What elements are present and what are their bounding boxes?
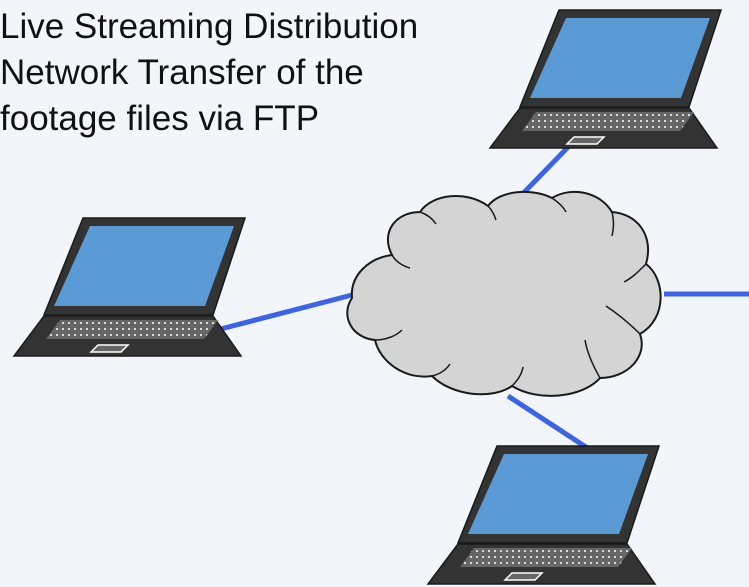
caption-line-1: Live Streaming Distribution — [0, 7, 419, 46]
caption-line-3: footage files via FTP — [0, 99, 320, 138]
laptop-icon — [13, 217, 246, 357]
link-left-laptop — [212, 292, 353, 334]
link-bottom-laptop — [506, 393, 597, 456]
diagram-caption: Live Streaming Distribution Network Tran… — [0, 4, 560, 142]
laptop-icon — [427, 445, 660, 585]
laptop-icon — [489, 9, 722, 149]
cloud-icon — [346, 190, 662, 397]
caption-line-2: Network Transfer of the — [0, 53, 364, 92]
